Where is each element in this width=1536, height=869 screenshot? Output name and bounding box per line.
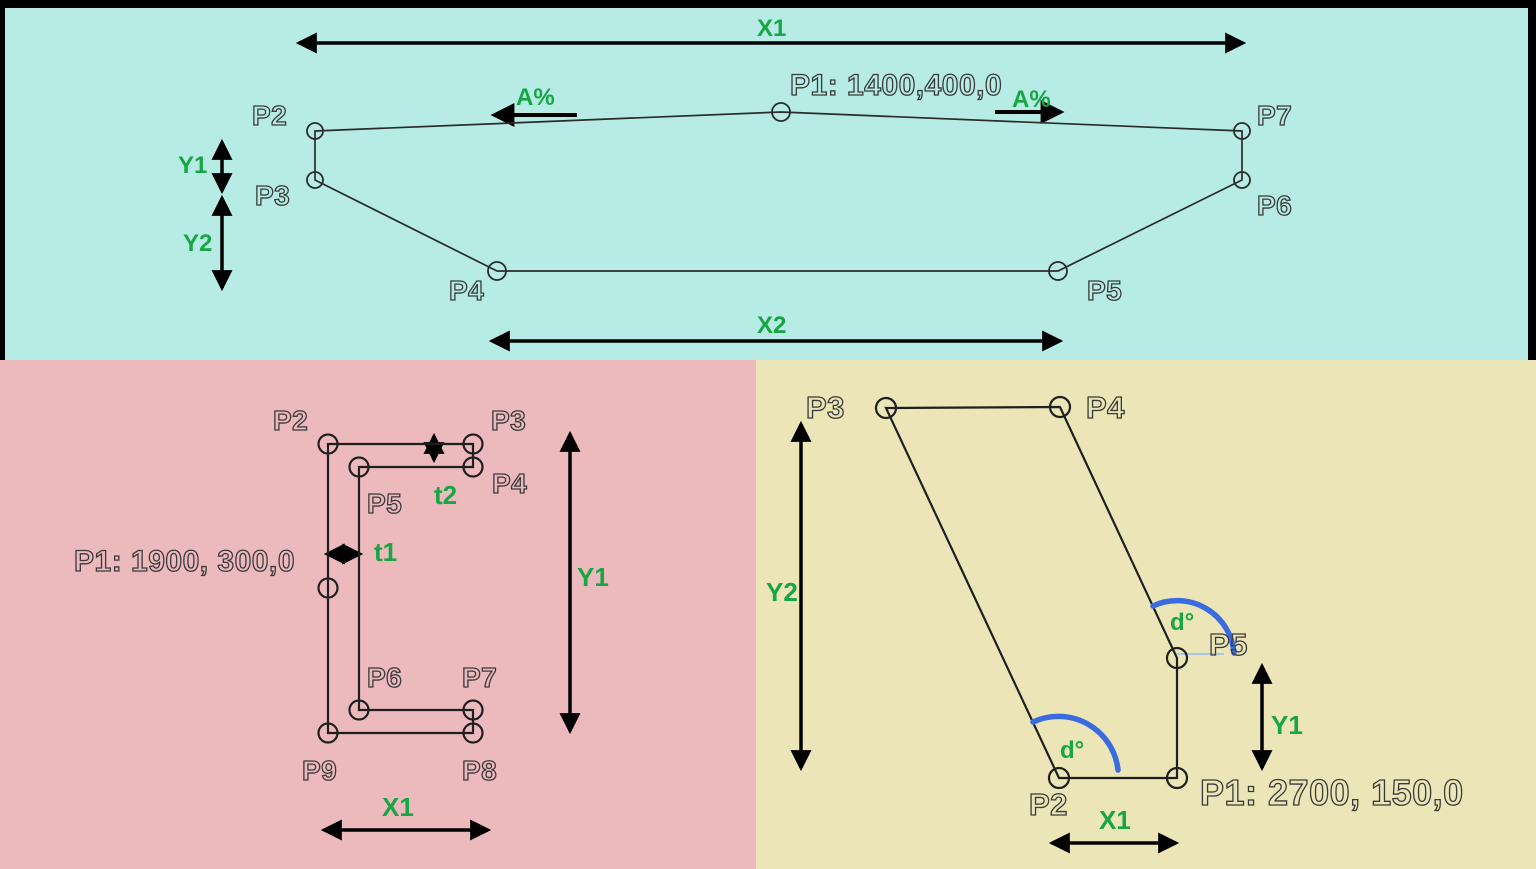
point-marker-p2	[1047, 766, 1071, 790]
point-label-p4: P4	[491, 468, 528, 499]
dimension-label-x1: X1	[1099, 805, 1131, 835]
panel-top-profile: X1 P1: 1400,400,0 A% A% P2 P3 P4 P5 P6 P…	[5, 8, 1528, 360]
point-label-p3: P3	[490, 405, 527, 436]
dimension-arrows-bottom-left	[320, 430, 581, 841]
point-marker-p7	[462, 699, 484, 721]
point-label-p2: P2	[251, 100, 288, 131]
point-label-p2: P2	[272, 405, 309, 436]
point-marker-p1	[317, 577, 339, 599]
dimension-label-t2: t2	[434, 480, 458, 510]
dimension-label-x2: X2	[757, 312, 787, 339]
point-label-p8: P8	[461, 755, 498, 786]
panel-bottom-right-profile: P3 P4 P5 P2 P1: 2700, 150,0 Y2 Y1 X1 d° …	[756, 360, 1536, 869]
point-marker-p3	[306, 171, 324, 189]
angle-arcs	[1030, 597, 1237, 773]
point-marker-p1	[1165, 766, 1189, 790]
point-marker-p4	[1048, 395, 1072, 419]
point-marker-p3	[462, 433, 484, 455]
point-label-p4: P4	[1085, 390, 1125, 425]
point-marker-p6	[348, 699, 370, 721]
profile-point-markers-c	[317, 433, 484, 744]
dimension-arrows-top	[211, 32, 1247, 352]
origin-label: P1: 2700, 150,0	[1199, 772, 1464, 813]
dimension-label-y2: Y2	[183, 230, 213, 257]
origin-label: P1: 1400,400,0	[789, 69, 1003, 102]
point-marker-p5	[1165, 646, 1189, 670]
origin-label: P1: 1900, 300,0	[73, 545, 296, 578]
point-marker-p5	[348, 456, 370, 478]
point-label-p6: P6	[1256, 190, 1293, 221]
panel-bottom-left-profile: P2 P3 P4 P5 t2 P1: 1900, 300,0 t1 P6 P7 …	[0, 360, 756, 869]
profile-outline-c	[326, 442, 475, 735]
point-marker-p5	[1048, 261, 1068, 281]
profile-outline-parallelogram	[884, 405, 1179, 780]
c-profile-drawing	[317, 430, 581, 841]
point-marker-p6	[1233, 171, 1251, 189]
dimension-label-t1: t1	[374, 537, 398, 567]
top-profile-drawing	[211, 32, 1251, 352]
point-marker-p9	[317, 722, 339, 744]
angle-label-p5: d°	[1170, 609, 1195, 636]
point-marker-p3	[874, 396, 898, 420]
point-label-p6: P6	[366, 662, 403, 693]
profile-point-markers-top	[306, 102, 1251, 281]
point-label-p5: P5	[1208, 627, 1248, 662]
point-marker-p8	[462, 722, 484, 744]
point-label-p2: P2	[1028, 787, 1068, 822]
point-label-p7: P7	[461, 662, 498, 693]
angle-arc-p5	[1150, 597, 1237, 656]
dimension-label-y1: Y1	[178, 152, 208, 179]
dimension-label-x1: X1	[757, 15, 787, 42]
point-label-p5: P5	[366, 488, 403, 519]
slope-label-right: A%	[1012, 86, 1051, 113]
point-label-p3: P3	[805, 390, 845, 425]
point-marker-p2	[306, 122, 324, 140]
point-label-p9: P9	[301, 755, 338, 786]
point-marker-p1	[771, 102, 791, 122]
dimension-label-x1: X1	[382, 792, 414, 822]
profile-outline-top	[314, 111, 1243, 272]
dimension-label-y2: Y2	[766, 577, 798, 607]
point-marker-p2	[317, 433, 339, 455]
point-label-p4: P4	[448, 275, 485, 306]
dimension-label-y1: Y1	[577, 562, 609, 592]
point-label-p5: P5	[1086, 275, 1123, 306]
parallelogram-profile-drawing	[790, 395, 1273, 854]
point-label-p3: P3	[254, 180, 291, 211]
slope-label-left: A%	[516, 84, 555, 111]
point-marker-p4	[487, 261, 507, 281]
point-marker-p4	[462, 456, 484, 478]
dimension-arrows-bottom-right	[790, 420, 1273, 854]
dimension-label-y1: Y1	[1271, 710, 1303, 740]
point-label-p7: P7	[1256, 100, 1293, 131]
angle-label-p2: d°	[1060, 737, 1085, 764]
point-marker-p7	[1233, 122, 1251, 140]
profile-point-markers-parallelogram	[874, 395, 1189, 790]
angle-arc-p2	[1030, 713, 1121, 773]
